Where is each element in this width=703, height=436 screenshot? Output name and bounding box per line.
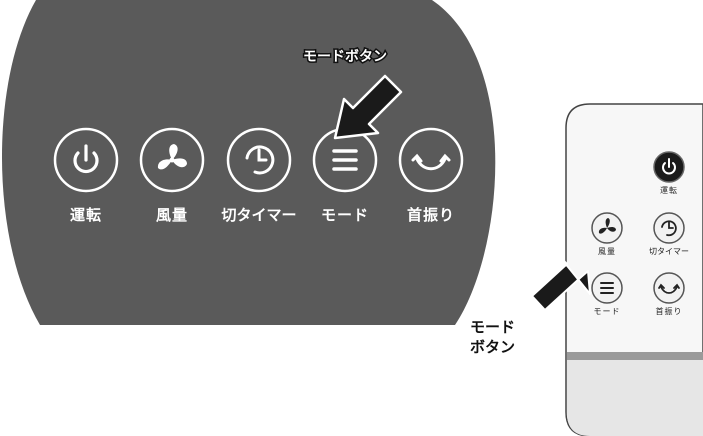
timer-button[interactable] <box>226 127 292 193</box>
timer-icon <box>245 145 275 175</box>
power-label: 運転 <box>69 206 103 224</box>
remote-callout-line1: モード <box>470 318 516 336</box>
remote-arrow <box>531 256 591 311</box>
remote-timer-button[interactable] <box>653 212 685 244</box>
mode-button-callout: モードボタン <box>302 48 389 67</box>
swing-label: 首振り <box>406 206 456 224</box>
swing-button[interactable] <box>398 127 464 193</box>
remote-fan-label: 風量 <box>598 247 616 256</box>
power-icon <box>662 158 676 175</box>
remote-divider <box>567 352 703 360</box>
remote-power-label: 運転 <box>660 186 678 195</box>
swing-icon <box>658 283 680 294</box>
control-panel <box>1 0 496 325</box>
panel-arrow <box>333 74 403 140</box>
remote-power-button[interactable] <box>653 151 685 183</box>
remote-callout-line2: ボタン <box>470 338 516 356</box>
menu-lines-icon <box>332 149 358 171</box>
remote-swing-button[interactable] <box>653 272 685 304</box>
fan-label: 風量 <box>155 206 189 224</box>
menu-lines-icon <box>600 282 614 294</box>
remote-bottom-panel <box>567 360 703 436</box>
fan-button[interactable] <box>139 127 205 193</box>
mode-label: モード <box>320 206 370 224</box>
remote-mode-label: モード <box>593 307 621 316</box>
power-icon <box>73 144 99 174</box>
timer-label: 切タイマー <box>221 206 297 224</box>
remote-mode-button[interactable] <box>591 272 623 304</box>
power-button[interactable] <box>53 127 119 193</box>
fan-icon <box>598 218 616 234</box>
remote-timer-label: 切タイマー <box>649 247 689 256</box>
fan-icon <box>157 144 187 170</box>
remote-swing-label: 首振り <box>655 307 683 316</box>
swing-icon <box>411 153 451 171</box>
timer-icon <box>661 220 677 237</box>
remote-mode-callout: モード ボタン <box>470 317 515 357</box>
remote-fan-button[interactable] <box>591 212 623 244</box>
